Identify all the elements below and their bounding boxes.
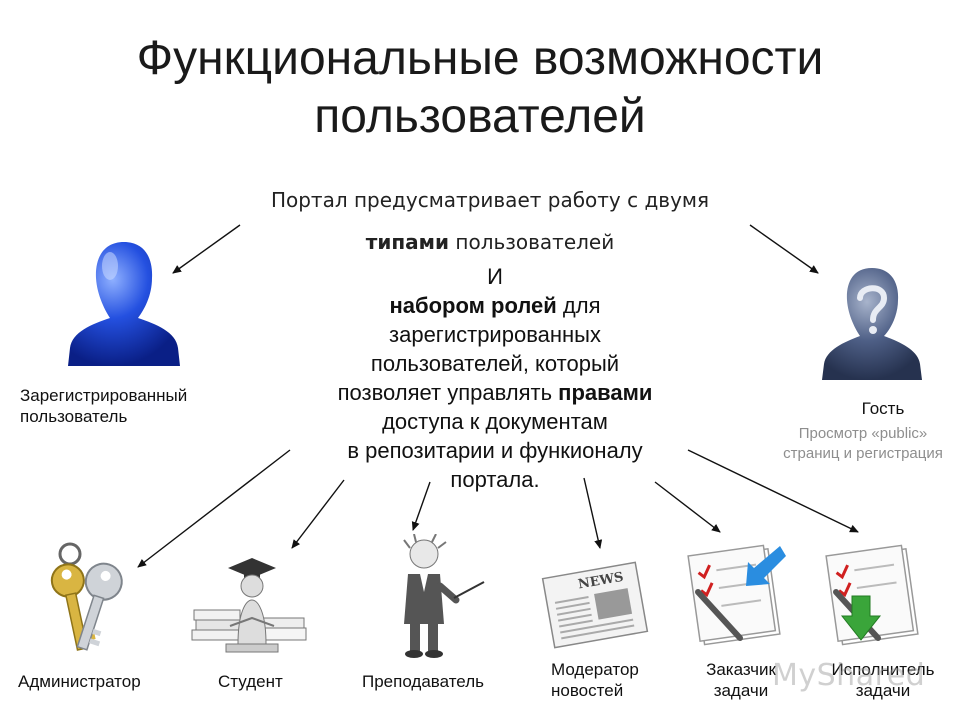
guest-note: Просмотр «public» страниц и регистрация [766, 424, 960, 464]
registered-line-2: пользователь [20, 406, 187, 427]
center-line-2: набором ролей для [290, 291, 700, 320]
guest-icon [816, 264, 926, 384]
role-student-label: Студент [218, 671, 283, 692]
center-line-1: И [290, 262, 700, 291]
slide-title: Функциональные возможности пользователей [0, 30, 960, 146]
teacher-icon [388, 534, 488, 662]
center-line-6: доступа к документам [290, 407, 700, 436]
guest-note-line-1: Просмотр «public» [766, 424, 960, 444]
center-bold-roles: набором ролей [389, 293, 556, 318]
role-admin-label: Администратор [18, 671, 141, 692]
registered-user-icon [62, 238, 186, 370]
center-line-4: пользователей, который [290, 349, 700, 378]
registered-user-label: Зарегистрированный пользователь [20, 385, 187, 427]
role-admin-text: Администратор [18, 671, 141, 692]
watermark: MyShared [772, 658, 925, 693]
intro-text: Портал предусматривает работу с двумя ти… [190, 185, 790, 257]
center-line-5: позволяет управлять правами [290, 378, 700, 407]
guest-label: Гость [830, 398, 936, 419]
center-bold-rights: правами [558, 380, 652, 405]
role-student-text: Студент [218, 671, 283, 692]
keys-icon [32, 540, 132, 660]
center-line-3: зарегистрированных [290, 320, 700, 349]
center-line-8: портала. [290, 465, 700, 494]
guest-note-line-2: страниц и регистрация [766, 444, 960, 464]
title-line-2: пользователей [0, 88, 960, 146]
center-line-5-pre: позволяет управлять [338, 380, 559, 405]
intro-line-1: Портал предусматривает работу с двумя [190, 185, 790, 215]
title-line-1: Функциональные возможности [0, 30, 960, 88]
center-paragraph: И набором ролей для зарегистрированных п… [290, 262, 700, 494]
registered-line-1: Зарегистрированный [20, 385, 187, 406]
center-line-7: в репозитарии и функионалу [290, 436, 700, 465]
role-moderator-line-2: новостей [551, 680, 639, 701]
task-checklist-download-icon [822, 540, 932, 648]
task-checklist-arrow-icon [684, 540, 794, 648]
role-teacher-label: Преподаватель [362, 671, 484, 692]
intro-bold: типами [366, 230, 449, 254]
intro-rest: пользователей [449, 230, 614, 254]
newspaper-icon: NEWS [540, 560, 650, 650]
role-teacher-text: Преподаватель [362, 671, 484, 692]
guest-label-text: Гость [830, 398, 936, 419]
center-line-2-rest: для [557, 293, 601, 318]
role-moderator-line-1: Модератор [551, 659, 639, 680]
role-moderator-label: Модератор новостей [551, 659, 639, 701]
student-icon [190, 548, 310, 660]
intro-line-2: типами пользователей [190, 227, 790, 257]
